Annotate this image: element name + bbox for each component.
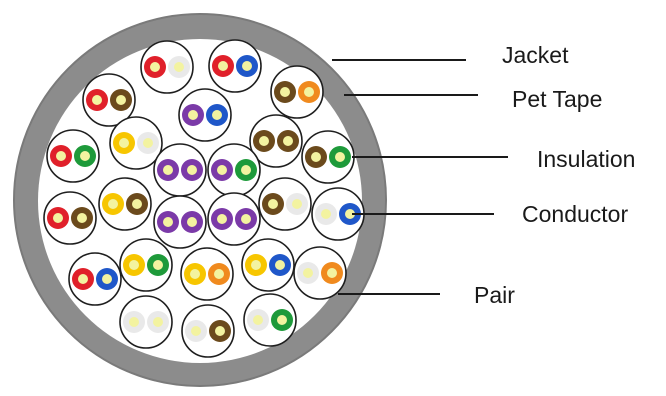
- conductor: [280, 87, 290, 97]
- conductor: [119, 138, 129, 148]
- conductor: [212, 110, 222, 120]
- conductor: [108, 199, 118, 209]
- pair: [208, 193, 260, 245]
- conductor: [215, 326, 225, 336]
- conductor: [251, 260, 261, 270]
- conductor: [303, 268, 313, 278]
- conductor: [132, 199, 142, 209]
- conductor: [143, 138, 153, 148]
- pair: [154, 196, 206, 248]
- pair: [294, 247, 346, 299]
- conductor: [188, 110, 198, 120]
- pair: [209, 40, 261, 92]
- conductor: [218, 61, 228, 71]
- conductor: [174, 62, 184, 72]
- conductor: [78, 274, 88, 284]
- conductor: [259, 136, 269, 146]
- conductor: [102, 274, 112, 284]
- conductor: [217, 165, 227, 175]
- conductor: [241, 165, 251, 175]
- pair: [69, 253, 121, 305]
- pair: [244, 294, 296, 346]
- conductor: [129, 317, 139, 327]
- label-pair: Pair: [474, 282, 515, 308]
- label-conductor: Conductor: [522, 201, 628, 227]
- label-pet-tape: Pet Tape: [512, 86, 602, 112]
- pair: [259, 178, 311, 230]
- conductor: [242, 61, 252, 71]
- pair: [179, 89, 231, 141]
- pair: [181, 248, 233, 300]
- pair: [154, 144, 206, 196]
- label-jacket: Jacket: [502, 42, 569, 68]
- pair: [242, 239, 294, 291]
- conductor: [275, 260, 285, 270]
- conductor: [283, 136, 293, 146]
- conductor: [304, 87, 314, 97]
- conductor: [129, 260, 139, 270]
- pair: [141, 41, 193, 93]
- label-insulation: Insulation: [537, 146, 635, 172]
- conductor: [191, 326, 201, 336]
- pair: [208, 144, 260, 196]
- conductor: [80, 151, 90, 161]
- pair: [271, 66, 323, 118]
- pair: [120, 296, 172, 348]
- conductor: [217, 214, 227, 224]
- conductor: [327, 268, 337, 278]
- conductor: [153, 317, 163, 327]
- pair: [120, 239, 172, 291]
- conductor: [53, 213, 63, 223]
- pair: [302, 131, 354, 183]
- conductor: [311, 152, 321, 162]
- conductor: [163, 217, 173, 227]
- pair: [110, 117, 162, 169]
- conductor: [116, 95, 126, 105]
- conductor: [150, 62, 160, 72]
- pair: [182, 305, 234, 357]
- conductor: [321, 209, 331, 219]
- conductor: [292, 199, 302, 209]
- conductor: [187, 217, 197, 227]
- conductor: [268, 199, 278, 209]
- pair: [47, 130, 99, 182]
- conductor: [92, 95, 102, 105]
- conductor: [56, 151, 66, 161]
- conductor: [214, 269, 224, 279]
- conductor: [153, 260, 163, 270]
- conductor: [190, 269, 200, 279]
- conductor: [277, 315, 287, 325]
- conductor: [187, 165, 197, 175]
- conductor: [241, 214, 251, 224]
- pair: [44, 192, 96, 244]
- conductor: [163, 165, 173, 175]
- pair: [99, 178, 151, 230]
- conductor: [335, 152, 345, 162]
- conductor: [253, 315, 263, 325]
- conductor: [77, 213, 87, 223]
